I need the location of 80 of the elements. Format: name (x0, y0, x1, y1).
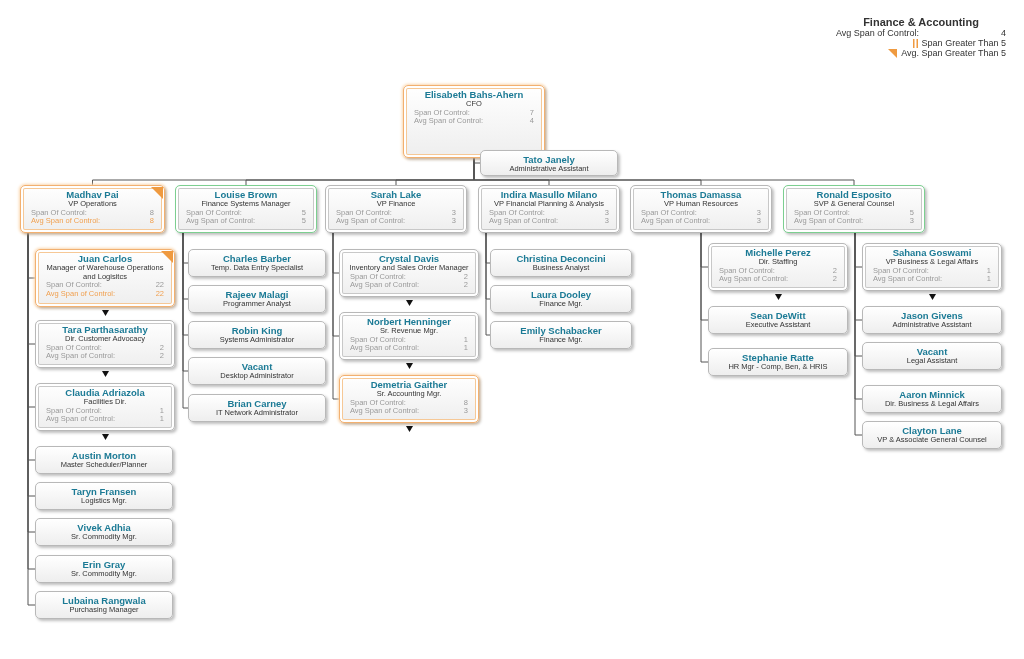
summary-label: Avg Span of Control: (836, 28, 919, 38)
employee-card (490, 285, 632, 313)
person-name: Clayton Lane (902, 425, 963, 436)
employee-card (630, 185, 772, 233)
person-name: Stephanie Ratte (741, 352, 815, 363)
person-name: Emily Schabacker (519, 325, 603, 336)
employee-card (708, 243, 848, 291)
employee-card (35, 555, 173, 583)
person-name: Jason Givens (900, 310, 964, 321)
legend-label: Avg. Span Greater Than 5 (901, 48, 1006, 58)
person-name: Laura Dooley (529, 289, 593, 300)
person-name: Aaron Minnick (898, 389, 966, 400)
legend-label: Span Greater Than 5 (921, 38, 1006, 48)
person-name: Sarah Lake (369, 189, 423, 200)
employee-card (35, 383, 175, 431)
employee-card (35, 482, 173, 510)
person-name: Austin Morton (70, 450, 138, 461)
employee-card (188, 394, 326, 422)
employee-card (339, 249, 479, 297)
employee-card (339, 375, 479, 423)
summary-value: 4 (1001, 28, 1006, 38)
employee-card (188, 285, 326, 313)
chart-title: Finance & Accounting (862, 16, 980, 28)
person-name: Vacant (915, 346, 949, 357)
employee-card (188, 321, 326, 349)
person-name: Elisabeth Bahs-Ahern (423, 89, 525, 100)
person-name: Crystal Davis (377, 253, 441, 264)
employee-card (708, 306, 848, 334)
employee-card (783, 185, 925, 233)
employee-card (325, 185, 467, 233)
employee-card (175, 185, 317, 233)
employee-card (490, 249, 632, 277)
person-name: Christina Deconcini (515, 253, 607, 264)
person-name: Taryn Fransen (70, 486, 138, 497)
employee-card (339, 312, 479, 360)
person-name: Charles Barber (221, 253, 293, 264)
person-name: Norbert Henninger (366, 316, 452, 327)
employee-card (35, 249, 175, 307)
person-name: Juan Carlos (76, 253, 134, 264)
employee-card (478, 185, 620, 233)
connector-line (182, 232, 189, 409)
connector-line (332, 232, 340, 400)
person-name: Madhav Pai (65, 189, 120, 200)
person-name: Louise Brown (213, 189, 279, 200)
person-name: Indira Masullo Milano (499, 189, 599, 200)
employee-card (862, 342, 1002, 370)
person-name: Demetria Gaither (369, 379, 449, 390)
employee-card (188, 357, 326, 385)
connector-line (854, 232, 863, 436)
person-name: Sean DeWitt (749, 310, 807, 321)
employee-card (862, 385, 1002, 413)
employee-card (188, 249, 326, 277)
employee-card (35, 518, 173, 546)
person-name: Michelle Perez (744, 247, 812, 258)
employee-card (35, 320, 175, 368)
person-name: Claudia Adriazola (64, 387, 146, 398)
connector-line (700, 232, 709, 363)
person-name: Vacant (240, 361, 274, 372)
person-name: Ronald Esposito (815, 189, 893, 200)
employee-card (35, 591, 173, 619)
employee-card (35, 446, 173, 474)
person-name: Rajeev Malagi (225, 289, 289, 300)
employee-card (490, 321, 632, 349)
employee-card (862, 306, 1002, 334)
person-name: Thomas Damassa (659, 189, 743, 200)
person-name: Tato Janely (522, 154, 575, 165)
employee-card (403, 85, 545, 158)
person-name: Lubaina Rangwala (61, 595, 147, 606)
employee-card (862, 243, 1002, 291)
person-name: Brian Carney (226, 398, 287, 409)
employee-card (20, 185, 165, 233)
connector-line (485, 232, 491, 336)
employee-card (708, 348, 848, 376)
employee-card (480, 150, 618, 176)
person-name: Vivek Adhia (76, 522, 132, 533)
person-name: Robin King (230, 325, 283, 336)
employee-card (862, 421, 1002, 449)
person-name: Sahana Goswami (891, 247, 973, 258)
person-name: Tara Parthasarathy (61, 324, 149, 335)
person-name: Erin Gray (81, 559, 126, 570)
